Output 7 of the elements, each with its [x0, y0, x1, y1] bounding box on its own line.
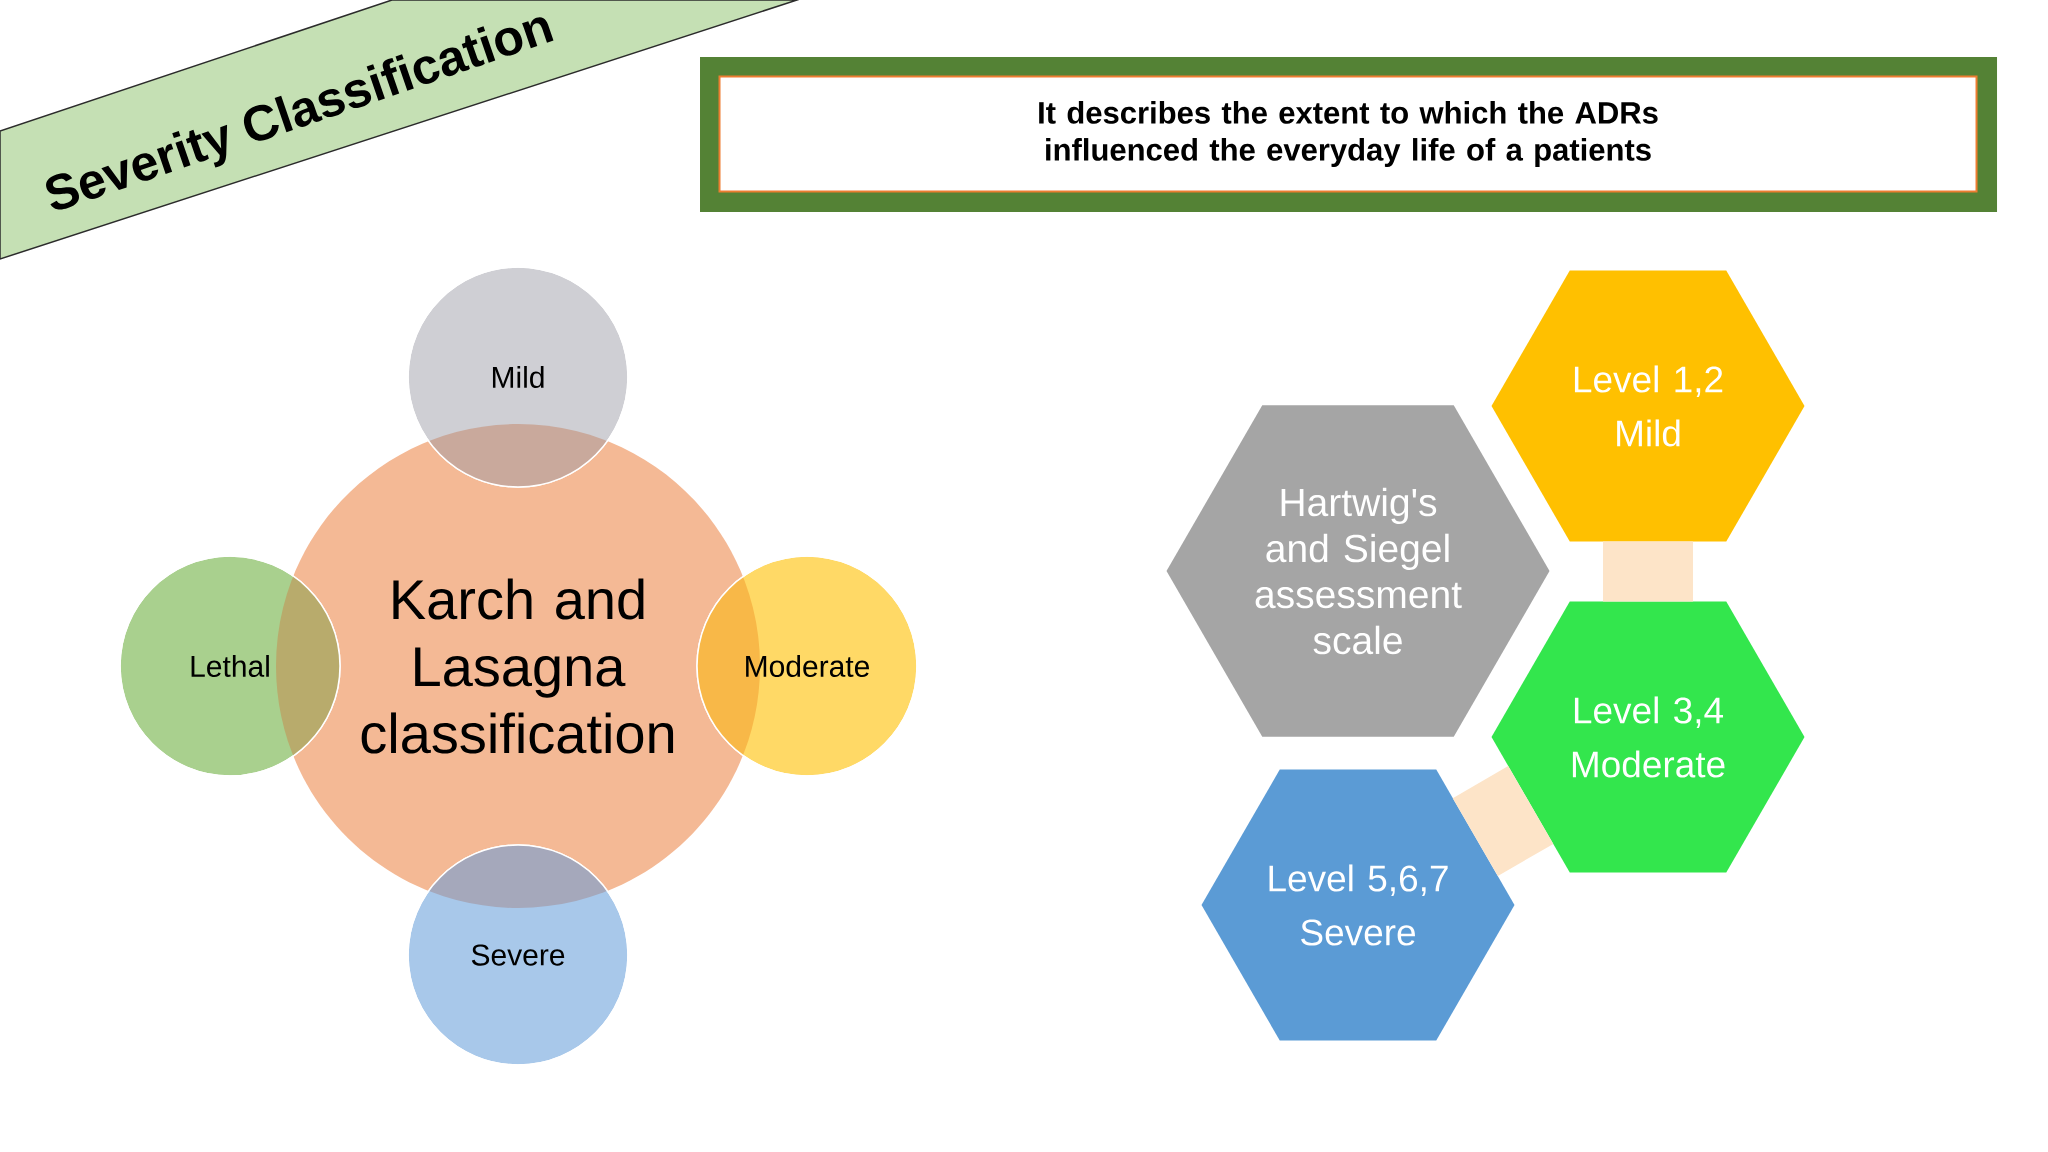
connector — [1452, 766, 1554, 876]
connector — [1603, 541, 1693, 602]
hexagon: Level 5,6,7 Severe — [1201, 769, 1515, 1041]
hexagon: Level 1,2 Mild — [1491, 270, 1805, 542]
hexagon: Hartwig's and Siegel assessment scale — [1166, 405, 1550, 737]
hexagon: Level 3,4 Moderate — [1491, 601, 1805, 873]
description-box: It describes the extent to which the ADRs influenced the everyday life of a patients — [700, 57, 1997, 212]
